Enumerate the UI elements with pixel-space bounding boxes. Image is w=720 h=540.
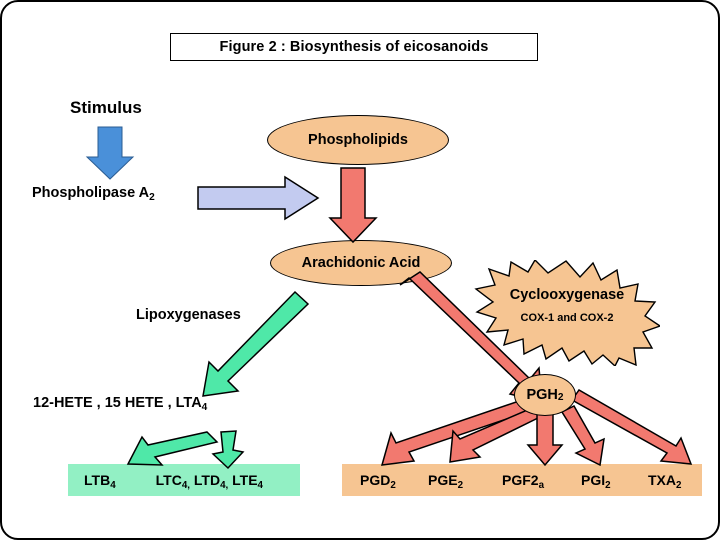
pgh2-text: PGH — [526, 387, 558, 403]
pgi2-subscript: 2 — [605, 479, 611, 491]
pgh2-to-pgf2a-arrow — [526, 413, 564, 467]
stimulus-label: Stimulus — [70, 98, 142, 117]
prostaglandins-box: PGD2 PGE2 PGF2a PGI2 TXA2 — [342, 464, 702, 496]
burst-polygon — [474, 260, 660, 366]
cyclooxygenase-burst-shape — [472, 260, 660, 366]
lte4-subscript: 4 — [257, 479, 263, 491]
figure-title: Figure 2 : Biosynthesis of eicosanoids — [170, 33, 538, 61]
pgf2a-subscript: a — [538, 479, 545, 491]
cox-isoforms-label: COX-1 and COX-2 — [520, 312, 614, 324]
lipoxygenases-label: Lipoxygenases — [136, 307, 241, 323]
txa2-subscript: 2 — [676, 479, 682, 491]
lipoxygenase-arrow — [202, 290, 310, 397]
pgf2a-text: PGF2 — [502, 472, 539, 488]
pgh2-to-txa2-arrow — [570, 389, 693, 465]
ltc4-text: LTC — [155, 472, 182, 488]
lte4-text: LTE — [228, 472, 258, 488]
pgd2-text: PGD — [360, 472, 391, 488]
pgd2-subscript: 2 — [390, 479, 396, 491]
ltcde-label: LTC4, LTD4, LTE4 — [155, 472, 263, 491]
phospholipase-a2-label: Phospholipase A2 — [32, 185, 155, 203]
hete-lta4-text: 12-HETE , 15 HETE , LTA — [33, 395, 202, 411]
phospholipids-node: Phospholipids — [267, 115, 449, 165]
pgi2-text: PGI — [581, 472, 606, 488]
cyclooxygenase-title: Cyclooxygenase — [509, 287, 625, 303]
phospholipase-a2-text: Phospholipase A — [32, 185, 150, 201]
ltd4-subscript: 4, — [220, 479, 229, 491]
pgd2-label: PGD2 — [360, 472, 396, 491]
txa2-label: TXA2 — [648, 472, 682, 491]
ltb4-arrow — [126, 431, 219, 466]
pgh2-to-pge2-arrow — [449, 407, 544, 463]
leukotrienes-box: LTB4 LTC4, LTD4, LTE4 — [68, 464, 300, 496]
ltb4-text: LTB — [84, 472, 111, 488]
ltb4-subscript: 4 — [110, 479, 116, 491]
phospholipase-right-arrow — [197, 175, 320, 221]
pge2-text: PGE — [428, 472, 458, 488]
phospholipase-a2-subscript: 2 — [149, 191, 155, 203]
stimulus-down-arrow — [85, 126, 135, 180]
pge2-label: PGE2 — [428, 472, 464, 491]
txa2-text: TXA — [648, 472, 676, 488]
pge2-subscript: 2 — [457, 479, 464, 491]
pgi2-label: PGI2 — [581, 472, 611, 491]
hete-lta4-label: 12-HETE , 15 HETE , LTA4 — [33, 395, 208, 413]
pgh2-subscript: 2 — [557, 392, 564, 404]
cyclooxygenase-text-group: Cyclooxygenase COX-1 and COX-2 — [494, 287, 640, 324]
ltb4-label: LTB4 — [84, 472, 116, 491]
phospholipids-to-arachidonic-arrow — [328, 167, 378, 244]
hete-lta4-subscript: 4 — [201, 401, 208, 413]
ltc4-subscript: 4, — [181, 479, 190, 491]
ltcde-arrow — [211, 430, 245, 470]
pgf2a-label: PGF2a — [502, 472, 545, 491]
ltd4-text: LTD — [190, 472, 221, 488]
pgh2-to-pgi2-arrow — [560, 405, 605, 467]
